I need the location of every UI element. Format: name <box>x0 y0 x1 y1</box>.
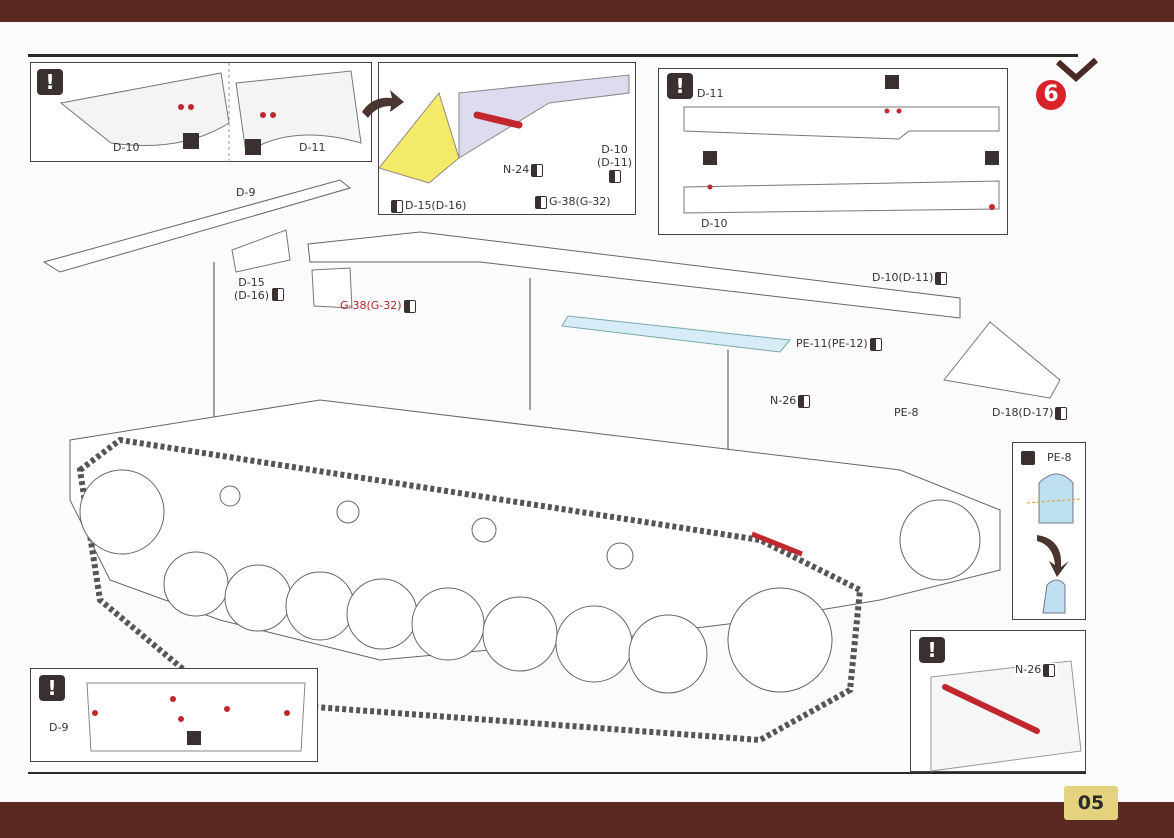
g38-text: G-38(G-32) <box>549 195 611 208</box>
note-box-bottom-right: ! N-26 <box>910 630 1086 772</box>
label-d10-d11: D-10(D-11) <box>872 271 949 285</box>
note-box-top-right: ! D-11 D-10 <box>658 68 1008 235</box>
d15-text: D-15 <box>238 276 265 289</box>
d10-text: D-10 <box>601 143 628 156</box>
header-rule <box>28 54 1078 57</box>
page-number: 05 <box>1064 786 1118 820</box>
attach-icon <box>869 337 882 351</box>
n26-text: N-26 <box>1015 663 1042 676</box>
fender-parts-drawing <box>59 63 362 163</box>
label-d9: D-9 <box>236 186 256 199</box>
step-number-badge: 6 <box>1036 80 1066 110</box>
g38-text: G-38(G-32) <box>340 299 402 312</box>
note-box-bottom-left: ! D-9 <box>30 668 318 762</box>
warning-icon: ! <box>667 73 693 99</box>
attach-icon <box>935 271 948 285</box>
label-n26: N-26 <box>1015 663 1058 677</box>
label-g38: G-38(G-32) <box>340 299 418 313</box>
label-d15: D-15(D-16) <box>234 276 269 302</box>
label-n26: N-26 <box>770 394 812 408</box>
fold-icon <box>1021 451 1035 465</box>
label-d11: D-11 <box>697 87 724 100</box>
warning-icon: ! <box>37 69 63 95</box>
attach-icon <box>608 169 621 183</box>
label-d9: D-9 <box>49 721 69 734</box>
d16-text: (D-16) <box>234 289 270 302</box>
note-box-top-middle: N-24 D-10(D-11) G-38(G-32) D-15(D-16) <box>378 62 636 215</box>
attach-icon <box>391 199 403 213</box>
attach-icon <box>535 195 547 209</box>
top-border <box>0 0 1174 22</box>
label-d11: D-11 <box>299 141 326 154</box>
note-box-pe8: PE-8 <box>1012 442 1086 620</box>
bottom-border <box>0 802 1174 838</box>
label-d15: D-15(D-16) <box>389 199 466 213</box>
d15-text: D-15(D-16) <box>405 199 467 212</box>
pe8-fold-drawing <box>1026 473 1082 614</box>
hull-side-parts-drawing <box>683 75 1000 214</box>
warning-icon: ! <box>39 675 65 701</box>
n26-main-text: N-26 <box>770 394 797 407</box>
front-plate-drawing <box>379 74 630 184</box>
n24-text: N-24 <box>503 163 530 176</box>
label-d10-d11: D-10(D-11) <box>597 143 632 183</box>
attach-icon <box>531 163 544 177</box>
label-pe8: PE-8 <box>894 406 919 419</box>
d9-part-drawing <box>86 682 306 752</box>
n26-detail-drawing <box>930 660 1082 772</box>
d11-text: (D-11) <box>597 156 633 169</box>
label-n24: N-24 <box>503 163 545 177</box>
attach-icon <box>403 299 416 313</box>
label-g38: G-38(G-32) <box>533 195 611 209</box>
note-box-top-left: ! D-10 D-11 <box>30 62 372 163</box>
label-d18: D-18(D-17) <box>992 406 1069 420</box>
attach-icon <box>1055 406 1068 420</box>
attach-icon <box>1043 663 1056 677</box>
label-d10: D-10 <box>113 141 140 154</box>
label-pe11: PE-11(PE-12) <box>796 337 884 351</box>
pe11-text: PE-11(PE-12) <box>796 337 868 350</box>
warning-icon: ! <box>919 637 945 663</box>
d10-text: D-10(D-11) <box>872 271 934 284</box>
pe8-text: PE-8 <box>1047 451 1072 464</box>
attach-icon <box>798 394 811 408</box>
footer-rule <box>28 772 1086 774</box>
attach-icon <box>272 288 284 301</box>
label-d10: D-10 <box>701 217 728 230</box>
d18-text: D-18(D-17) <box>992 406 1054 419</box>
